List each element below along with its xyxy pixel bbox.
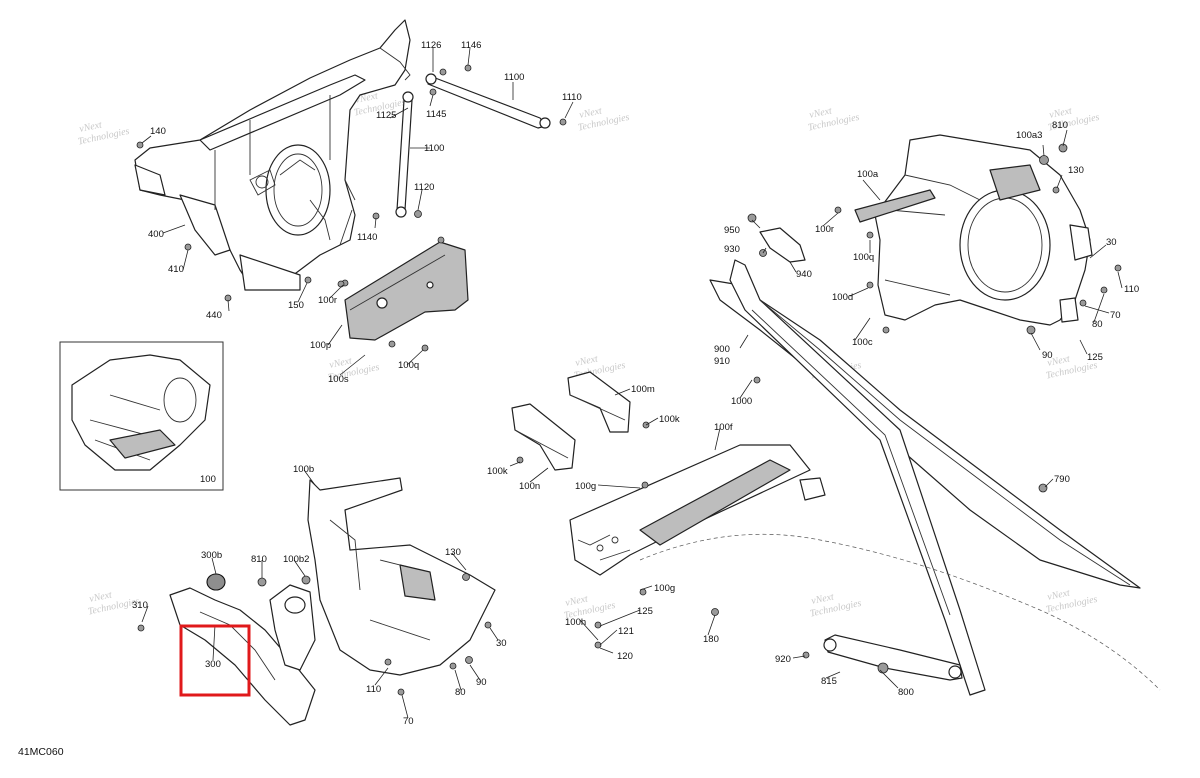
label-100s: 100s	[328, 374, 349, 385]
label-100h: 100h	[565, 617, 586, 628]
link-bar-800	[802, 634, 963, 681]
watermark-line1: vNext	[564, 593, 589, 609]
label-930: 930	[724, 244, 740, 255]
label-130: 130	[1068, 165, 1084, 176]
label-120: 120	[617, 651, 633, 662]
label-1145: 1145	[426, 109, 446, 120]
watermark-line1: vNext	[1048, 105, 1073, 121]
skid-plate-100f	[569, 444, 826, 649]
label-180: 180	[703, 634, 719, 645]
label-100c: 100c	[852, 337, 873, 348]
skid-plate-100p	[337, 236, 469, 352]
label-130: 130	[445, 547, 461, 558]
label-1126: 1126	[421, 40, 441, 51]
front-frame-assembly	[134, 19, 411, 302]
label-100k: 100k	[659, 414, 680, 425]
vehicle-outline	[639, 533, 1161, 691]
label-100b: 100b	[293, 464, 314, 475]
label-940: 940	[796, 269, 812, 280]
label-790: 790	[1054, 474, 1070, 485]
highlight-box-300	[179, 624, 251, 697]
watermark-line1: vNext	[810, 591, 835, 607]
label-100k: 100k	[487, 466, 508, 477]
label-90: 90	[476, 677, 487, 688]
label-140: 140	[150, 126, 166, 137]
label-815: 815	[821, 676, 837, 687]
label-70: 70	[403, 716, 414, 727]
label-920: 920	[775, 654, 791, 665]
label-300b: 300b	[201, 550, 222, 561]
label-100d: 100d	[832, 292, 853, 303]
label-810: 810	[251, 554, 267, 565]
part-labels: 1126 1146 1100 1110 1125 1145 1100 1120 …	[132, 40, 1139, 727]
label-100a: 100a	[857, 169, 879, 180]
watermark-line1: vNext	[1046, 353, 1071, 369]
label-1146: 1146	[461, 40, 481, 51]
rear-cage-assembly	[834, 134, 1122, 335]
label-100b2: 100b2	[283, 554, 309, 565]
label-121: 121	[618, 626, 634, 637]
diagram-code: 41MC060	[18, 746, 64, 758]
label-100m: 100m	[631, 384, 655, 395]
label-80: 80	[455, 687, 466, 698]
label-110: 110	[1124, 284, 1139, 295]
label-100n: 100n	[519, 481, 540, 492]
label-100r: 100r	[815, 224, 834, 235]
bracket-940	[747, 213, 806, 263]
label-800: 800	[898, 687, 914, 698]
label-950: 950	[724, 225, 740, 236]
watermark-line1: vNext	[578, 105, 603, 121]
label-810: 810	[1052, 120, 1068, 131]
label-310: 310	[132, 600, 148, 611]
side-beam-900	[709, 259, 1141, 696]
label-90: 90	[1042, 350, 1053, 361]
label-70: 70	[1110, 310, 1121, 321]
label-150: 150	[288, 300, 304, 311]
label-125: 125	[637, 606, 653, 617]
label-100g: 100g	[654, 583, 675, 594]
watermark-line1: vNext	[1046, 587, 1071, 603]
label-100: 100	[200, 474, 216, 485]
leader-lines	[141, 47, 1123, 719]
label-30: 30	[1106, 237, 1117, 248]
label-125: 125	[1087, 352, 1103, 363]
label-400: 400	[148, 229, 164, 240]
label-100p: 100p	[310, 340, 331, 351]
watermark-line1: vNext	[808, 105, 833, 121]
label-1125: 1125	[376, 110, 396, 121]
label-1110: 1110	[562, 92, 582, 103]
label-100a3: 100a3	[1016, 130, 1042, 141]
label-900: 900	[714, 344, 730, 355]
label-910: 910	[714, 356, 730, 367]
label-30: 30	[496, 638, 507, 649]
label-100r: 100r	[318, 295, 337, 306]
label-1140: 1140	[357, 232, 377, 243]
watermark-line1: vNext	[328, 355, 353, 371]
label-300: 300	[205, 659, 221, 670]
label-1100: 1100	[424, 143, 444, 154]
watermark-line1: vNext	[88, 589, 113, 605]
label-1100: 1100	[504, 72, 524, 83]
label-440: 440	[206, 310, 222, 321]
label-110: 110	[366, 684, 381, 695]
watermark-line1: vNext	[78, 119, 103, 135]
rear-frame-assembly	[137, 477, 496, 726]
label-100f: 100f	[714, 422, 733, 433]
label-100q: 100q	[853, 252, 874, 263]
label-1000: 1000	[731, 396, 752, 407]
watermark-line1: vNext	[574, 353, 599, 369]
label-80: 80	[1092, 319, 1103, 330]
label-100g: 100g	[575, 481, 596, 492]
tie-rods	[372, 64, 567, 220]
label-1120: 1120	[414, 182, 434, 193]
brackets-100m-100n	[511, 371, 650, 471]
label-410: 410	[168, 264, 184, 275]
label-100q: 100q	[398, 360, 419, 371]
inset-frame-100	[59, 341, 224, 491]
